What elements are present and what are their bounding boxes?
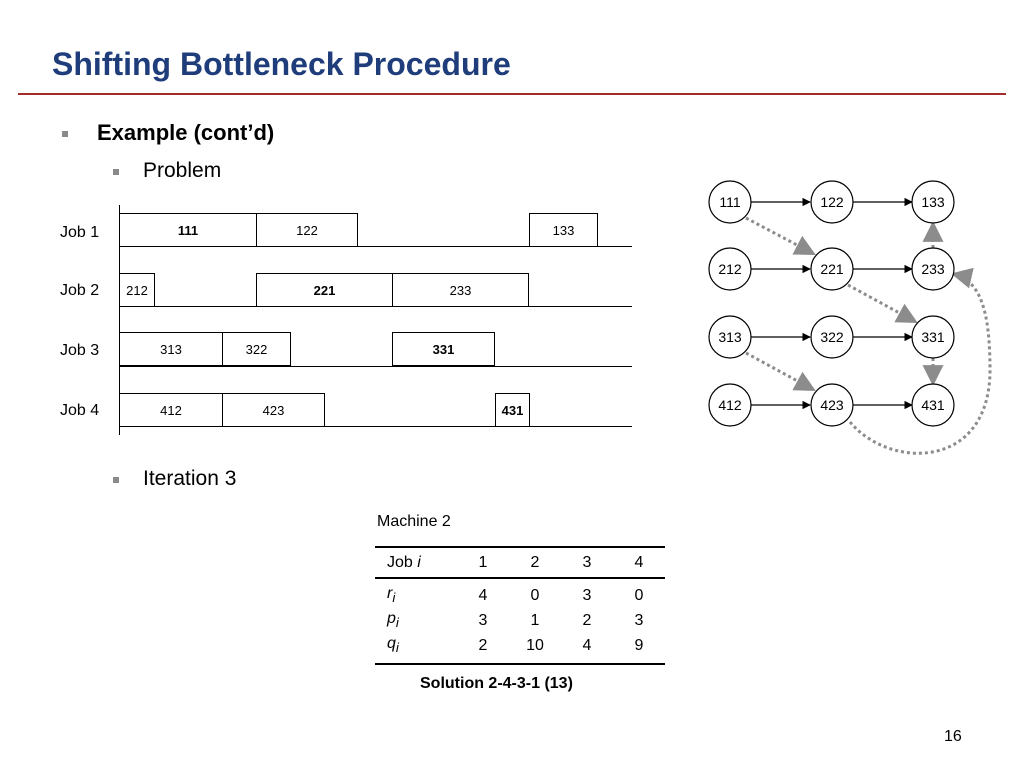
graph-node: 233 [911, 247, 955, 291]
svg-text:122: 122 [820, 194, 844, 210]
svg-text:423: 423 [820, 397, 844, 413]
table-cell: 3 [478, 612, 488, 630]
header-cell: 4 [613, 546, 665, 579]
table-cell: 2 [582, 612, 592, 630]
gantt-row-line [119, 366, 632, 367]
gantt-op: 412 [119, 393, 223, 427]
svg-text:133: 133 [921, 194, 945, 210]
job-label: Job 3 [60, 342, 100, 359]
bullet-problem: Problem [143, 159, 222, 182]
graph-node: 122 [810, 180, 854, 224]
graph-node: 331 [911, 315, 955, 359]
gantt-op: 322 [222, 332, 291, 366]
gantt-op: 111 [119, 213, 257, 247]
graph-node: 221 [810, 247, 854, 291]
bullet-square-icon [113, 477, 119, 483]
svg-text:221: 221 [820, 261, 844, 277]
svg-text:233: 233 [921, 261, 945, 277]
gantt-op: 122 [256, 213, 358, 247]
gantt-op: 233 [392, 273, 529, 307]
bullet-square-icon [113, 169, 119, 175]
svg-text:111: 111 [719, 194, 740, 210]
slide-title: Shifting Bottleneck Procedure [52, 46, 511, 82]
svg-text:412: 412 [718, 397, 742, 413]
row-symbol: ri [387, 585, 396, 606]
table-cell: 0 [634, 587, 644, 605]
dashed-arc [745, 216, 816, 256]
table-cell: 1 [530, 612, 540, 630]
disjunctive-arcs [745, 216, 992, 455]
table-cell: 4 [478, 587, 488, 605]
header-cell: 1 [457, 546, 509, 579]
gantt-op: 431 [495, 393, 530, 427]
graph-node: 111 [708, 180, 752, 224]
graph-node: 412 [708, 383, 752, 427]
table-cell: 9 [613, 633, 665, 665]
table-cell: 3 [634, 612, 644, 630]
machine-table: Job i 1 2 3 4 ri 4 0 3 0 pi 3 1 2 3 qi 2… [375, 546, 665, 665]
graph-node: 212 [708, 247, 752, 291]
job-label: Job 4 [60, 402, 100, 419]
bullet-example: Example (cont’d) [97, 120, 275, 145]
conjunctive-arcs [751, 197, 913, 410]
gantt-op: 212 [119, 273, 155, 307]
gantt-row-line [119, 246, 632, 247]
dashed-arc [745, 351, 816, 392]
svg-text:331: 331 [921, 329, 945, 345]
table-cell: 3 [582, 587, 592, 605]
table-row: pi 3 1 2 3 [375, 608, 665, 633]
job-label: Job 2 [60, 282, 100, 299]
dashed-arc [847, 283, 918, 324]
job-label: Job 1 [60, 224, 100, 241]
row-symbol: pi [387, 610, 399, 631]
page-number: 16 [944, 728, 962, 745]
graph-node: 322 [810, 315, 854, 359]
dashed-arc [848, 267, 992, 455]
gantt-op: 313 [119, 332, 223, 366]
svg-text:212: 212 [718, 261, 742, 277]
gantt-op: 423 [222, 393, 325, 427]
table-row: qi 2 10 4 9 [375, 633, 665, 665]
table-cell: 4 [561, 633, 613, 665]
header-cell: 2 [509, 546, 561, 579]
table-header-row: Job i 1 2 3 4 [375, 546, 665, 579]
gantt-axis [119, 205, 120, 435]
header-job: Job i [375, 546, 457, 579]
table-row: ri 4 0 3 0 [375, 578, 665, 608]
disjunctive-graph: 111 122 133 212 221 233 313 322 331 412 … [708, 180, 992, 455]
svg-text:313: 313 [718, 329, 742, 345]
gantt-op: 133 [529, 213, 598, 247]
header-cell: 3 [561, 546, 613, 579]
row-symbol: qi [375, 633, 457, 665]
graph-node: 431 [911, 383, 955, 427]
bullet-iteration: Iteration 3 [143, 467, 237, 490]
table-caption: Machine 2 [377, 513, 451, 530]
table-cell: 10 [509, 633, 561, 665]
gantt-op: 221 [256, 273, 393, 307]
graph-node: 313 [708, 315, 752, 359]
graph-node: 423 [810, 383, 854, 427]
graph-node: 133 [911, 180, 955, 224]
gantt-row-line [119, 426, 632, 427]
gantt-op: 331 [392, 332, 495, 366]
table-cell: 2 [457, 633, 509, 665]
table-cell: 0 [530, 587, 540, 605]
graph-nodes: 111 122 133 212 221 233 313 322 331 412 … [708, 180, 955, 427]
solution-text: Solution 2-4-3-1 (13) [420, 675, 573, 692]
title-rule [18, 93, 1006, 95]
bullet-square-icon [62, 131, 68, 137]
svg-text:322: 322 [820, 329, 844, 345]
svg-text:431: 431 [921, 397, 945, 413]
